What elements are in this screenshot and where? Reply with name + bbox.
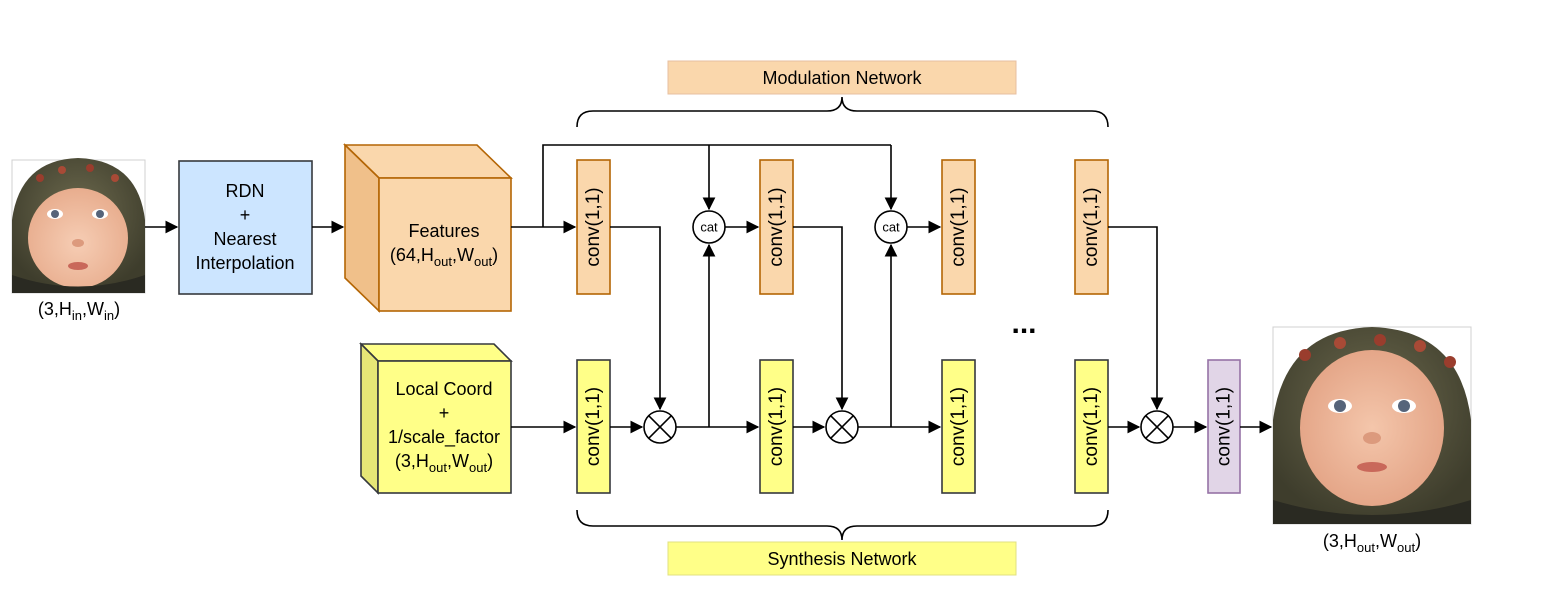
mod-conv-4: conv(1,1) xyxy=(1074,159,1109,295)
svg-text:cat: cat xyxy=(882,220,900,235)
modulation-network-label: Modulation Network xyxy=(667,60,1017,95)
concat-icon: cat xyxy=(874,210,908,244)
encoder-line-1: RDN xyxy=(226,181,265,201)
svg-text:conv(1,1): conv(1,1) xyxy=(948,187,969,266)
concat-icon: cat xyxy=(692,210,726,244)
encoder-line-4: Interpolation xyxy=(195,253,294,273)
input-image-caption: (3,Hin,Win) xyxy=(38,299,120,323)
output-image-caption: (3,Hout,Wout) xyxy=(1323,531,1421,555)
svg-text:conv(1,1): conv(1,1) xyxy=(1081,387,1102,466)
features-dims: (64,Hout,Wout) xyxy=(390,245,498,269)
features-cube: Features (64,Hout,Wout) xyxy=(343,143,513,313)
local-coord-line-2: + xyxy=(439,403,450,423)
edges xyxy=(145,144,1273,434)
encoder-block: RDN + Nearest Interpolation xyxy=(178,160,313,295)
syn-conv-2: conv(1,1) xyxy=(759,359,794,494)
output-image xyxy=(1272,326,1472,525)
mod-conv-1: conv(1,1) xyxy=(576,159,611,295)
modulation-brace xyxy=(576,96,1109,128)
svg-text:Modulation Network: Modulation Network xyxy=(762,68,922,88)
svg-text:conv(1,1): conv(1,1) xyxy=(583,387,604,466)
multiply-icon xyxy=(1140,410,1174,444)
svg-text:conv(1,1): conv(1,1) xyxy=(766,387,787,466)
local-coord-line-1: Local Coord xyxy=(395,379,492,399)
local-coord-cube: Local Coord + 1/scale_factor (3,Hout,Wou… xyxy=(359,342,513,495)
final-conv: conv(1,1) xyxy=(1207,359,1241,494)
syn-conv-4: conv(1,1) xyxy=(1074,359,1109,494)
multiply-icon xyxy=(825,410,859,444)
encoder-line-3: Nearest xyxy=(213,229,276,249)
syn-conv-1: conv(1,1) xyxy=(576,359,611,494)
mod-conv-3: conv(1,1) xyxy=(941,159,976,295)
local-coord-line-3: 1/scale_factor xyxy=(388,427,500,448)
svg-text:conv(1,1): conv(1,1) xyxy=(766,187,787,266)
features-title: Features xyxy=(408,221,479,241)
ellipsis: ... xyxy=(1011,307,1036,340)
svg-text:Synthesis Network: Synthesis Network xyxy=(767,549,917,569)
synthesis-network-label: Synthesis Network xyxy=(667,541,1017,576)
syn-conv-3: conv(1,1) xyxy=(941,359,976,494)
svg-text:conv(1,1): conv(1,1) xyxy=(583,187,604,266)
local-coord-dims: (3,Hout,Wout) xyxy=(395,451,493,475)
mod-conv-2: conv(1,1) xyxy=(759,159,794,295)
svg-text:conv(1,1): conv(1,1) xyxy=(1081,187,1102,266)
encoder-line-2: + xyxy=(240,205,251,225)
synthesis-brace xyxy=(576,509,1109,541)
svg-text:cat: cat xyxy=(700,220,718,235)
input-image xyxy=(11,158,146,294)
multiply-icon xyxy=(643,410,677,444)
svg-text:conv(1,1): conv(1,1) xyxy=(1214,387,1235,466)
svg-text:conv(1,1): conv(1,1) xyxy=(948,387,969,466)
